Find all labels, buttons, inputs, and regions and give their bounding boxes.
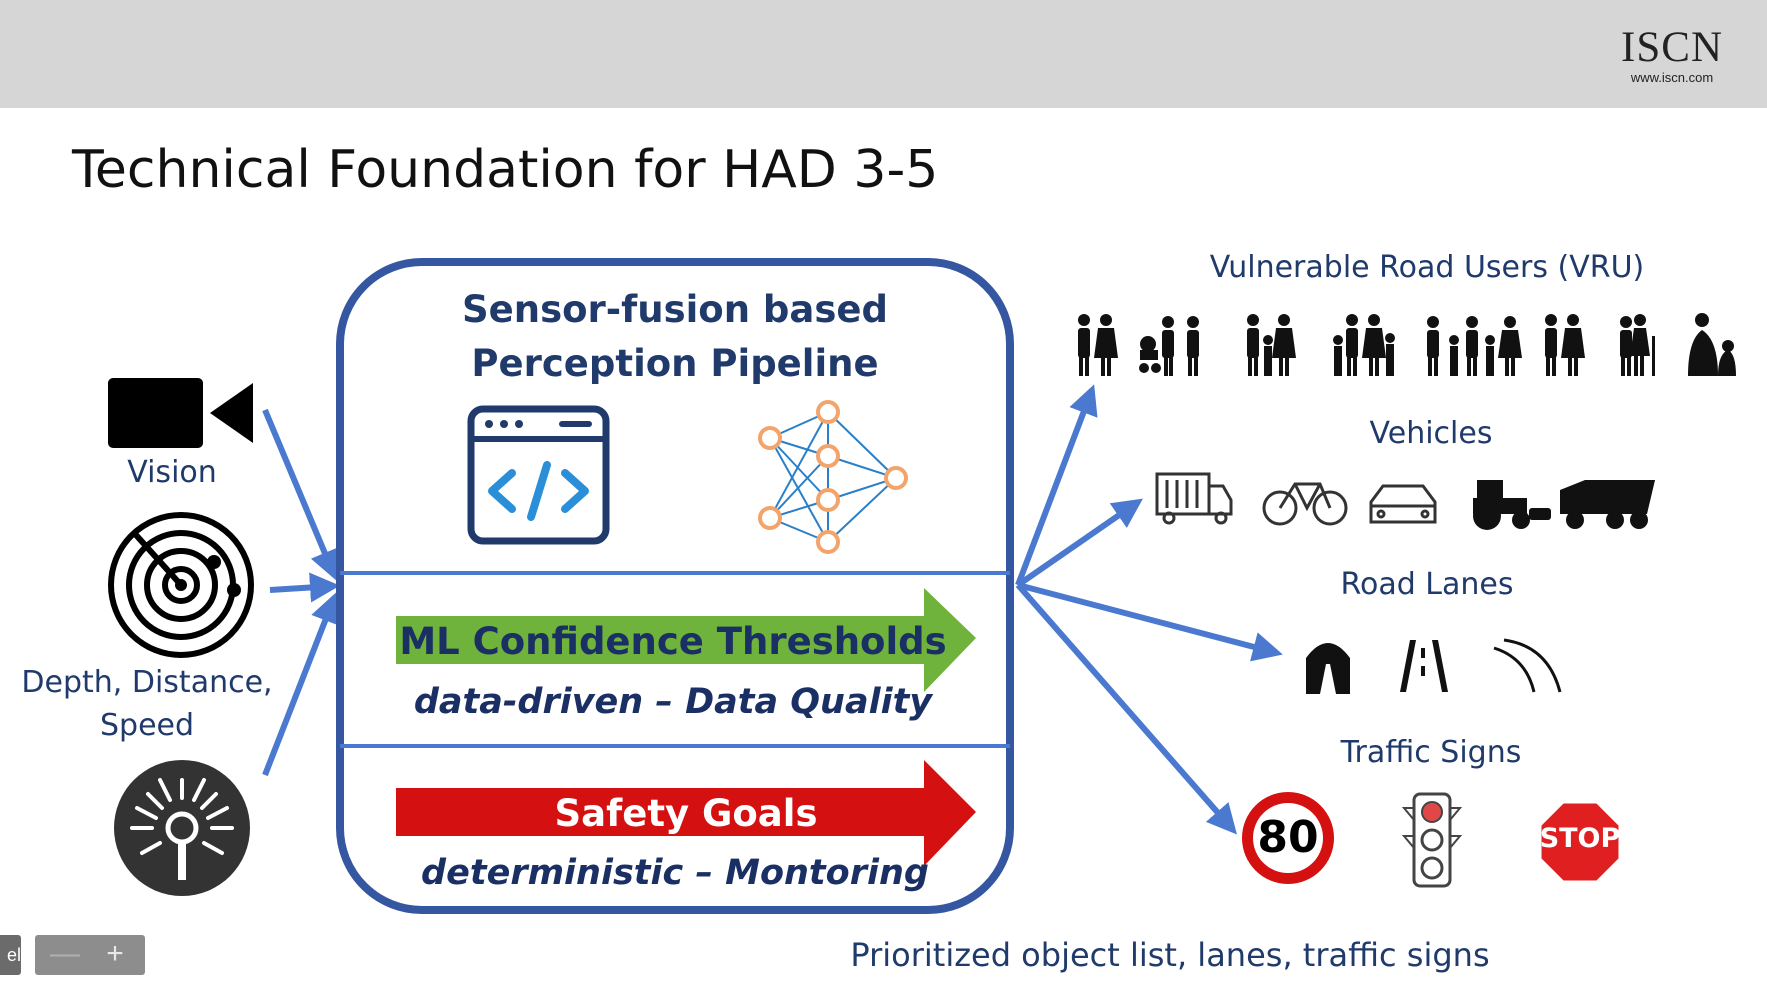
vision-label: Vision [127,455,217,490]
depth-label-line2: Speed [99,708,195,743]
brand-url: www.iscn.com [1630,70,1714,85]
slide-title: Technical Foundation for HAD 3-5 [72,140,939,200]
traffic-light-icon [1401,792,1463,888]
depth-label-line1: Depth, Distance, [21,665,273,700]
lanes-arrow [1017,582,1283,662]
brand-name: ISCN [1621,24,1723,71]
zoom-out-button[interactable]: — [50,937,80,970]
vehicle-types-icon [1155,472,1655,530]
pipeline-divider-top [340,571,1010,575]
speed-limit-sign-icon [1242,792,1334,884]
perception-pipeline-box [336,258,1014,914]
pipeline-divider-bottom [340,744,1010,748]
ml-confidence-arrow [396,588,976,692]
stop-sign-icon [1538,800,1622,884]
lidar-icon [114,760,250,896]
zoom-in-button[interactable]: + [106,937,124,970]
safety-goals-arrow [396,760,976,866]
zoom-control: — + [35,935,145,975]
edge-tab-button[interactable]: el [0,935,21,975]
speed-limit-value: 80 [1257,812,1319,863]
neural-network-icon [758,400,908,554]
code-window-icon [467,405,610,545]
lidar-arrow [262,592,340,777]
traffic-signs-label: Traffic Signs [1340,735,1522,770]
lanes-label: Road Lanes [1340,567,1514,602]
brand-logo: ISCN www.iscn.com [1621,24,1723,86]
vehicles-label: Vehicles [1369,416,1493,451]
ml-confidence-label: ML Confidence Thresholds [399,620,947,663]
radar-icon [108,512,254,658]
ml-confidence-sub: data-driven – Data Quality [413,682,933,722]
road-lanes-icon [1306,638,1562,694]
vision-arrow [262,408,339,581]
header-bar [0,0,1767,108]
output-summary: Prioritized object list, lanes, traffic … [850,936,1490,974]
pipeline-title-line1: Sensor-fusion based [462,288,888,331]
pedestrian-groups-icon [1078,313,1736,376]
video-camera-icon [108,378,253,448]
pipeline-title-line2: Perception Pipeline [471,342,879,385]
stop-sign-text: STOP [1539,823,1621,854]
vehicles-arrow [1016,498,1143,588]
vru-label: Vulnerable Road Users (VRU) [1209,250,1645,285]
signs-arrow [1015,583,1237,835]
safety-goals-label: Safety Goals [554,792,818,835]
radar-arrow [269,572,340,603]
pipeline-title: Sensor-fusion based Perception Pipeline [395,283,955,391]
safety-goals-sub: deterministic – Montoring [421,853,929,893]
vru-arrow [1015,384,1098,587]
